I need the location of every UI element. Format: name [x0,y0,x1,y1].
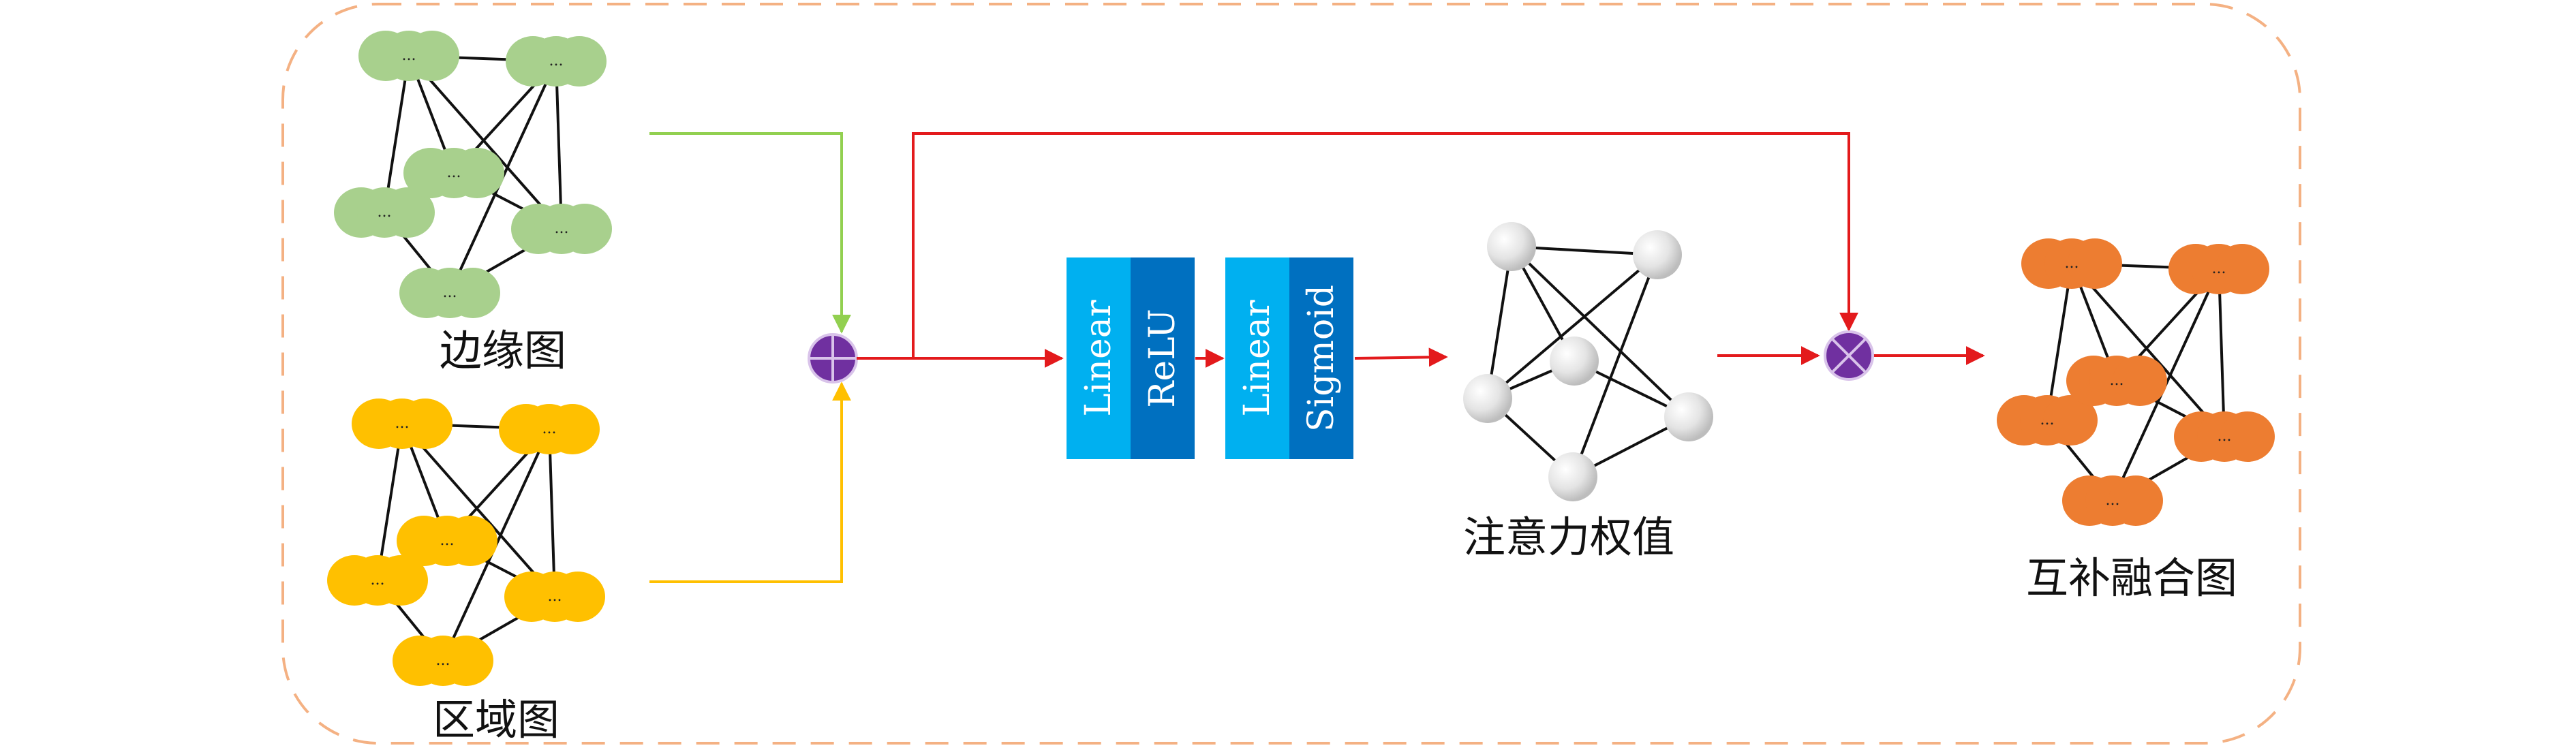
fused-graph-label: 互补融合图 [2026,553,2237,603]
graph-node-label: ... [2040,411,2055,428]
region-graph-label: 区域图 [433,695,559,745]
graph-node: ... [2062,475,2163,526]
graph-node-label: ... [542,420,557,437]
graph-node: ... [334,187,435,238]
sigmoid-layer [1289,257,1353,459]
graph-node: ... [393,636,493,686]
graph-edge [548,428,556,597]
linear-layer-1 [1067,257,1131,459]
graph-node: ... [327,555,428,606]
edge-graph: .................. [334,31,612,318]
graph-node: ... [2174,411,2275,462]
graph-node: ... [358,31,459,81]
linear-layer-1-label: Linear [1078,300,1119,416]
skip-connection-arrow [912,132,1858,358]
edge-graph-arrow [649,132,851,334]
linear-relu-block: Linear ReLU [1067,257,1195,459]
graph-node-label: ... [2110,372,2124,389]
multiply-operator-icon [1824,330,1874,381]
graph-node-label: ... [548,588,562,605]
graph-node-label: ... [2106,492,2120,509]
block2-to-attention-arrow [1354,347,1448,367]
graph-node: ... [506,36,607,87]
graph-node: ... [511,204,612,254]
relu-layer-label: ReLU [1142,309,1183,407]
graph-edge [1571,254,1659,478]
graph-node: ... [2021,238,2122,289]
graph-edge [555,61,563,230]
graph-node [1550,337,1599,386]
graph-node-label: ... [443,284,457,301]
graph-edge [2218,268,2226,437]
graph-node: ... [397,516,497,566]
sigmoid-layer-label: Sigmoid [1301,285,1342,432]
relu-layer [1131,257,1195,459]
graph-node-label: ... [395,415,410,432]
graph-node: ... [2168,244,2269,294]
region-graph-arrow [649,381,851,583]
graph-node: ... [504,572,605,622]
graph-edge [1486,246,1513,399]
dashed-border [281,3,2301,745]
graph-edge [383,55,410,213]
graph-edge [2070,262,2226,438]
graph-edge [2046,263,2073,421]
graph-node [1548,452,1597,501]
graph-node [1463,374,1512,423]
graph-edge [408,54,563,230]
graph-node: ... [399,268,500,318]
graph-node-label: ... [2212,260,2226,277]
graph-node-label: ... [555,220,569,237]
graph-node [1633,230,1682,279]
attention-weights-graph [1463,222,1713,501]
graph-node-label: ... [549,52,564,69]
graph-node: ... [2066,356,2167,406]
graph-edge [1510,245,1690,418]
graph-edge [1486,253,1659,400]
graph-node-label: ... [436,652,450,669]
graph-node [1664,392,1713,441]
graph-node: ... [352,399,453,449]
graph-node-label: ... [2065,255,2079,272]
graph-node-label: ... [378,204,392,221]
graph-node [1487,222,1536,271]
graph-node-label: ... [2218,428,2232,445]
graph-node-label: ... [371,572,385,589]
linear-layer-2-label: Linear [1237,300,1278,416]
add-operator-icon [808,333,858,384]
graph-node: ... [1997,395,2098,446]
graph-node-label: ... [447,164,461,181]
fused-graph: .................. [1997,238,2275,526]
edge-graph-label: 边缘图 [440,326,566,375]
graph-node-label: ... [440,532,455,549]
graph-node: ... [403,148,504,198]
attention-weights-label: 注意力权值 [1463,512,1674,562]
linear-layer-2 [1225,257,1289,459]
linear-sigmoid-block: Linear Sigmoid [1225,257,1353,459]
graph-node: ... [499,404,600,454]
graph-node-label: ... [402,47,416,64]
region-graph: .................. [327,399,605,686]
graph-edge [401,422,556,598]
graph-edge [376,423,403,581]
